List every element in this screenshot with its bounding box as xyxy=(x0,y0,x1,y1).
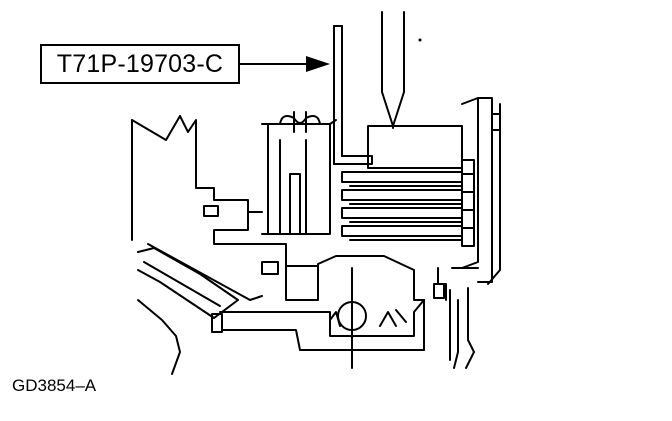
piston-housing xyxy=(261,111,337,235)
transmission-case xyxy=(131,115,263,375)
callout-arrow xyxy=(239,56,330,72)
press-punch xyxy=(381,11,405,129)
tool-number-label: T71P-19703-C xyxy=(40,44,240,84)
output-shaft xyxy=(433,267,475,369)
clutch-pack xyxy=(341,125,475,247)
figure-id: GD3854–A xyxy=(12,376,97,395)
clutch-drum xyxy=(451,97,501,285)
special-tool-rod xyxy=(333,25,373,165)
hub-bearing xyxy=(211,243,425,369)
speck xyxy=(418,38,422,42)
